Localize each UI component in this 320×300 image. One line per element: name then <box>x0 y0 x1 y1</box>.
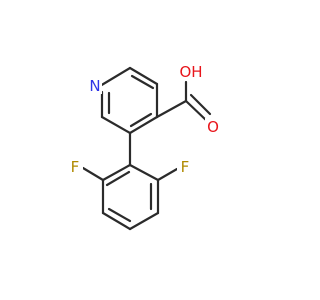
bond-carboxyl-o <box>184 99 209 123</box>
o-label-bg <box>205 118 221 136</box>
bond-ph-c1-c2 <box>101 163 132 182</box>
bonds <box>81 66 212 231</box>
bond-c3-c2 <box>100 115 132 135</box>
bond-c6-c5 <box>128 66 159 86</box>
bond-n-c6 <box>98 66 132 88</box>
bond-carboxyl-o-double <box>189 93 212 116</box>
bond-ph-c3-c4 <box>101 211 132 231</box>
bond-c4-carboxyl <box>155 99 188 119</box>
bond-c4-c3 <box>128 115 159 135</box>
carbonyl-oxygen-label: O <box>207 118 219 136</box>
bond-ph-c3-c4-inner <box>107 207 132 223</box>
f-right-label-bg <box>177 158 193 176</box>
bond-c-f-right <box>156 167 179 182</box>
bond-ph-c6-c1 <box>128 163 160 182</box>
fluorine-right-label: F <box>181 158 190 176</box>
bond-c-f-left <box>81 166 105 182</box>
nitrogen-label: N <box>89 77 100 95</box>
oh-label-bg <box>177 63 205 81</box>
bond-c4-c3-inner <box>129 112 153 128</box>
fluorine-left-label: F <box>71 158 80 176</box>
n-label-bg <box>86 76 102 94</box>
f-left-label-bg <box>67 158 83 176</box>
bond-ph-c1-c2-inner <box>105 170 131 187</box>
bond-ph-c4-c5 <box>128 211 160 231</box>
structure-drawing: N OH O F F <box>67 63 221 231</box>
bond-c6-c5-inner <box>130 74 155 90</box>
hydroxyl-label: OH <box>179 63 202 81</box>
atom-labels: N OH O F F <box>67 63 221 176</box>
